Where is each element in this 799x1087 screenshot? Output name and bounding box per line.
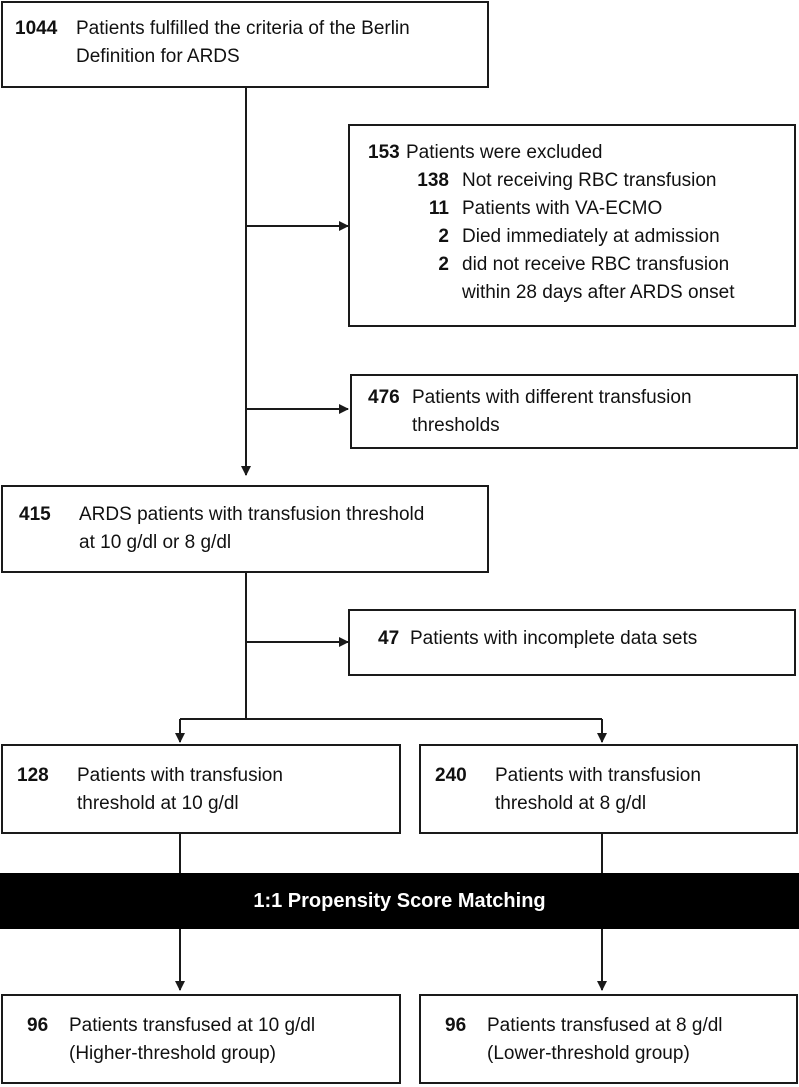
different-thresholds-line2: thresholds (412, 415, 500, 436)
threshold-population-line1: ARDS patients with transfusion threshold (79, 504, 425, 525)
left-group-line2: threshold at 10 g/dl (77, 793, 239, 814)
exclusion-item-text-4b: within 28 days after ARDS onset (462, 282, 735, 303)
right-final-line1: Patients transfused at 8 g/dl (487, 1015, 723, 1036)
incomplete-data-text: Patients with incomplete data sets (410, 628, 698, 649)
exclusion-item-count-1: 138 (417, 170, 449, 191)
initial-text-line2: Definition for ARDS (76, 46, 240, 67)
right-group-count: 240 (435, 765, 467, 786)
incomplete-data-count: 47 (378, 628, 400, 649)
right-final-count: 96 (445, 1015, 467, 1036)
right-group-line2: threshold at 8 g/dl (495, 793, 647, 814)
exclusion-item-count-3: 2 (438, 226, 449, 247)
right-final-box: 96 Patients transfused at 8 g/dl (Lower-… (419, 994, 798, 1084)
right-group-box: 240 Patients with transfusion threshold … (419, 744, 798, 834)
excluded-title: Patients were excluded (406, 142, 603, 163)
exclusion-item-text-2: Patients with VA-ECMO (462, 198, 663, 219)
right-group-line1: Patients with transfusion (495, 765, 701, 786)
excluded-476-box: 476 Patients with different transfusion … (350, 374, 798, 449)
propensity-score-band: 1:1 Propensity Score Matching (0, 873, 799, 929)
left-group-line1: Patients with transfusion (77, 765, 283, 786)
threshold-population-box: 415 ARDS patients with transfusion thres… (1, 485, 489, 573)
exclusion-item-text-4: did not receive RBC transfusion (462, 254, 730, 275)
exclusion-item-count-2: 11 (428, 198, 449, 219)
initial-text-line1: Patients fulfilled the criteria of the B… (76, 18, 410, 39)
left-final-box: 96 Patients transfused at 10 g/dl (Highe… (1, 994, 401, 1084)
left-final-line1: Patients transfused at 10 g/dl (69, 1015, 316, 1036)
left-group-count: 128 (17, 765, 49, 786)
threshold-population-count: 415 (19, 504, 51, 525)
left-final-count: 96 (27, 1015, 49, 1036)
excluded-47-box: 47 Patients with incomplete data sets (348, 609, 796, 676)
initial-count: 1044 (15, 18, 58, 39)
exclusion-item-count-4: 2 (438, 254, 449, 275)
left-group-box: 128 Patients with transfusion threshold … (1, 744, 401, 834)
left-final-line2: (Higher-threshold group) (69, 1043, 276, 1064)
different-thresholds-count: 476 (368, 387, 400, 408)
different-thresholds-line1: Patients with different transfusion (412, 387, 692, 408)
right-final-line2: (Lower-threshold group) (487, 1043, 690, 1064)
exclusion-item-text-3: Died immediately at admission (462, 226, 720, 247)
threshold-population-line2: at 10 g/dl or 8 g/dl (79, 532, 232, 553)
exclusion-item-text-1: Not receiving RBC transfusion (462, 170, 717, 191)
excluded-count: 153 (368, 142, 400, 163)
excluded-153-box: 153 Patients were excluded 138 Not recei… (348, 124, 796, 327)
propensity-score-label: 1:1 Propensity Score Matching (253, 889, 546, 912)
initial-population-box: 1044 Patients fulfilled the criteria of … (1, 1, 489, 88)
